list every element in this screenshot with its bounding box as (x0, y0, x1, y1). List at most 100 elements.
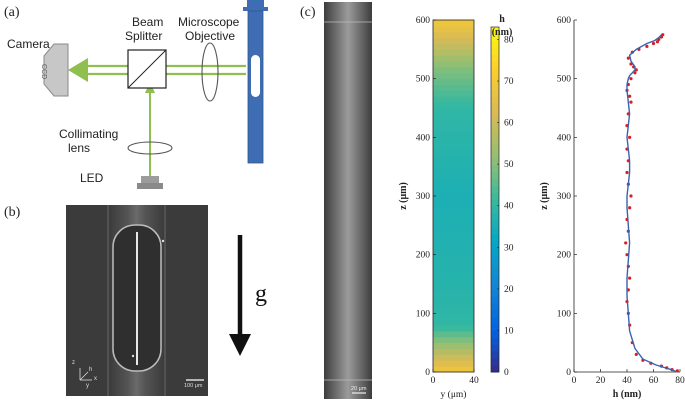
heatmap-cell (433, 301, 474, 308)
heatmap-cell (433, 196, 474, 203)
heatmap-y-tick-label: 200 (416, 251, 431, 261)
heatmap-cell (433, 137, 474, 144)
heatmap-cell (433, 360, 474, 367)
colorbar-segment (491, 123, 499, 131)
heatmap-cell (433, 313, 474, 320)
colorbar-segment (491, 68, 499, 76)
beam-arrowhead (68, 58, 88, 82)
heatmap-cell (433, 96, 474, 103)
colorbar-segment (491, 82, 499, 90)
colorbar-tick-label: 0 (504, 368, 509, 378)
heatmap-cell (433, 231, 474, 238)
colorbar-segment (491, 199, 499, 207)
bubble-in-tube (251, 55, 260, 97)
colorbar-segment (491, 309, 499, 318)
profile-data-point (628, 135, 632, 139)
heatmap-cell (433, 78, 474, 86)
heatmap-cell (433, 102, 474, 109)
camera-body (43, 43, 69, 97)
heatmap-cell (433, 61, 474, 68)
heatmap-cell (433, 154, 474, 162)
colorbar-segment (491, 165, 499, 173)
objective-label-2: Objective (185, 29, 236, 43)
colorbar-segment (491, 240, 499, 249)
colorbar-segment (491, 54, 499, 62)
colorbar-segment (491, 282, 499, 290)
collimating-lens (127, 141, 173, 155)
colorbar-tick-label: 40 (504, 202, 514, 212)
profile-x-tick-label: 0 (572, 376, 577, 386)
colorbar-segment (491, 178, 499, 187)
heatmap-cell (433, 354, 474, 361)
objective-lens (201, 42, 219, 102)
heatmap-cell (433, 330, 474, 338)
colorbar-segment (491, 289, 499, 297)
colorbar-segment (491, 261, 499, 269)
heatmap-cell (433, 237, 474, 244)
heatmap-cell (433, 219, 474, 226)
heatmap-cell (433, 289, 474, 297)
profile-data-point (626, 56, 630, 60)
heatmap-cell (433, 149, 474, 156)
colorbar-tick-label: 70 (504, 77, 514, 87)
led-base (137, 183, 163, 189)
heatmap-cell (433, 295, 474, 303)
colorbar-segment (491, 109, 499, 118)
profile-y-tick-label: 100 (557, 309, 572, 319)
tube-cap (247, 0, 264, 7)
profile-x-tick-label: 60 (649, 376, 659, 386)
scale-bar-c-label: 20 μm (351, 386, 367, 392)
panel-label-a: (a) (4, 5, 20, 20)
profile-x-tick-label: 80 (675, 376, 685, 386)
colorbar-segment (491, 303, 499, 311)
led-top (141, 176, 159, 183)
micrograph-c-image (324, 2, 372, 399)
heatmap-cell (433, 43, 474, 50)
axis-x-label: x (94, 376, 97, 382)
heatmap-cell (433, 190, 474, 197)
beam-splitter-label-2: Splitter (125, 29, 163, 43)
heatmap-cell (433, 342, 474, 350)
colorbar-segment (491, 144, 499, 152)
heatmap-cell (433, 348, 474, 355)
panel-label-c: (c) (300, 5, 316, 20)
heatmap-cell (433, 207, 474, 215)
colorbar-segment (491, 102, 499, 111)
profile-data-point (624, 241, 628, 245)
profile-fit-line (626, 34, 678, 373)
heatmap-cell (433, 172, 474, 179)
heatmap-cell (433, 178, 474, 185)
colorbar-segment (491, 268, 499, 276)
colorbar-segment (491, 47, 499, 56)
heatmap-cell (433, 272, 474, 279)
heatmap-cell (433, 84, 474, 91)
heatmap-cell (433, 119, 474, 127)
heatmap-cell (433, 266, 474, 273)
heatmap-cell (433, 225, 474, 232)
heatmap-cell (433, 125, 474, 132)
heatmap-y-tick-label: 400 (416, 133, 431, 143)
heatmap-cell (433, 366, 474, 373)
profile-data-point (645, 44, 649, 49)
colorbar-tick-label: 30 (504, 243, 514, 253)
colorbar-segment (491, 365, 499, 373)
colorbar-title-line1: h (499, 14, 505, 25)
axis-y-label: y (86, 383, 89, 389)
heatmap-cell (433, 278, 474, 285)
colorbar-segment (491, 247, 499, 256)
heatmap-cell (433, 113, 474, 121)
colorbar-tick-label: 50 (504, 160, 514, 170)
colorbar-tick-label: 20 (504, 285, 514, 295)
heatmap-cell (433, 25, 474, 33)
heatmap-cell (433, 325, 474, 332)
heatmap-cell (433, 201, 474, 209)
heatmap-cell (433, 49, 474, 56)
colorbar-segment (491, 185, 499, 194)
colorbar-segment (491, 213, 499, 221)
colorbar-segment (491, 33, 499, 42)
colorbar-segment (491, 337, 499, 345)
heatmap-cell (433, 254, 474, 262)
